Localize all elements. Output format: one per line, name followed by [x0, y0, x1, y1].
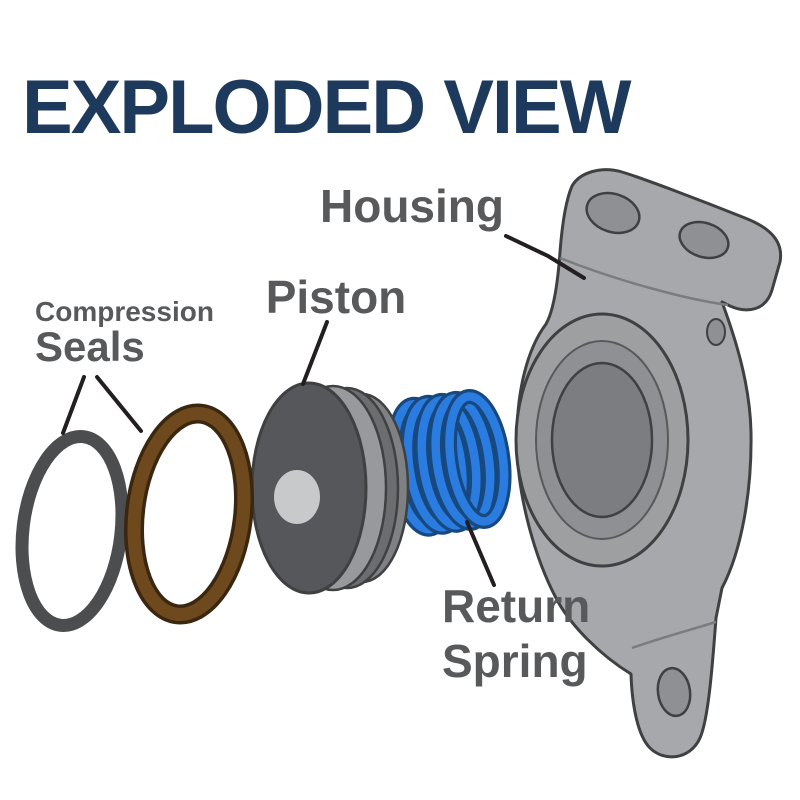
piston-leader-line: [301, 320, 329, 386]
seal-gray-leader-line: [61, 375, 86, 435]
compression-seals-label-line2: Seals: [35, 323, 145, 370]
return-spring-label-line2: Spring: [442, 635, 588, 687]
return-spring-leader-line: [465, 520, 496, 587]
leader-lines: [61, 234, 586, 587]
compression-seals-illustration: [15, 403, 254, 632]
spring-coil: [445, 392, 509, 526]
housing-ear-hole-2: [678, 220, 730, 260]
return-spring-label-line1: Return: [442, 580, 590, 632]
housing-side-hole: [706, 318, 726, 346]
compression-seals-label-line1: Compression: [35, 296, 214, 327]
housing-illustration: [514, 168, 783, 759]
piston-label: Piston: [266, 271, 407, 323]
seal-brown-ring: [127, 407, 251, 621]
housing-foot-crease: [631, 620, 717, 650]
seal-gray-ring: [15, 430, 129, 632]
housing-bore: [550, 361, 654, 519]
return-spring-illustration: [386, 388, 512, 537]
seal-brown-leader-line: [95, 375, 143, 433]
housing-ear-hole-1: [585, 191, 641, 235]
housing-foot-hole: [656, 666, 692, 718]
housing-ear-crease: [559, 256, 729, 307]
piston-center-recess: [274, 470, 320, 524]
piston-illustration: [250, 381, 410, 595]
housing-label: Housing: [320, 180, 504, 232]
page-title: EXPLODED VIEW: [22, 65, 632, 150]
housing-leader-line: [504, 234, 586, 280]
